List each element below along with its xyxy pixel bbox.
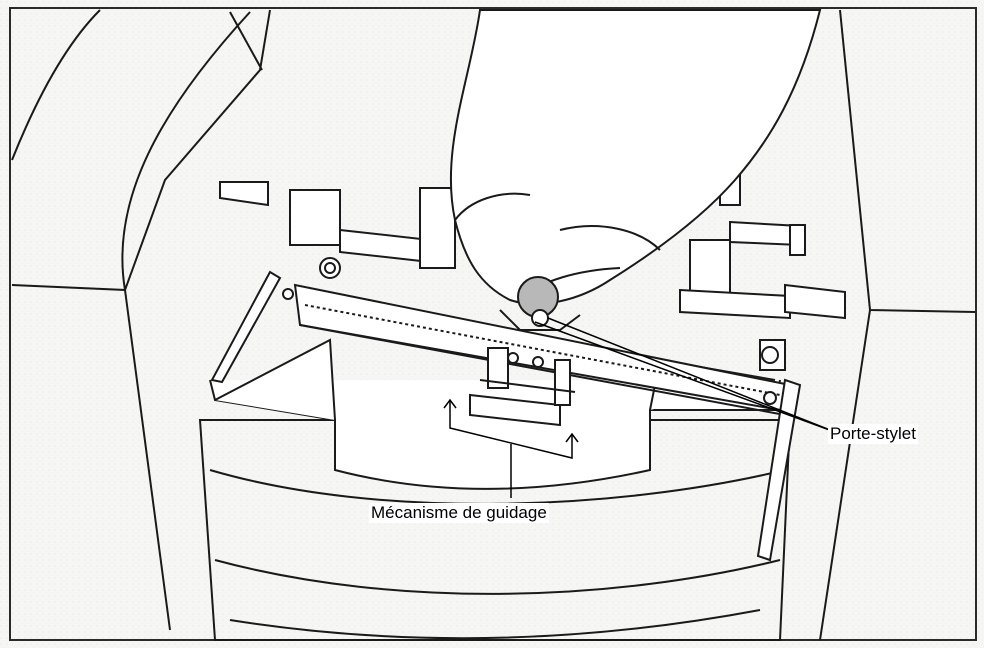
pen-holder-label: Porte-stylet bbox=[828, 424, 918, 444]
right-axle-assembly bbox=[679, 164, 846, 371]
guide-mechanism-label: Mécanisme de guidage bbox=[369, 503, 549, 523]
paper-tray bbox=[198, 338, 792, 641]
guide-mechanism-bracket bbox=[443, 398, 579, 498]
printer-housing bbox=[11, 9, 976, 641]
carriage-mechanism bbox=[469, 347, 576, 427]
guide-rail bbox=[210, 270, 802, 562]
pen-holder-callout-line bbox=[534, 317, 836, 433]
left-axle-assembly bbox=[219, 181, 456, 279]
